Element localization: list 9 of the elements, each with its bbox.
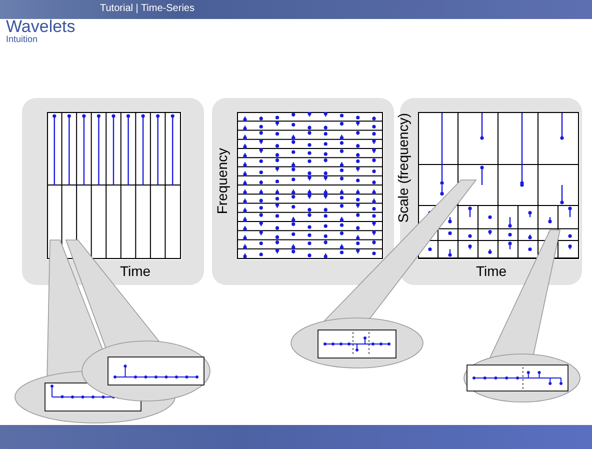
subtitle: Intuition: [6, 34, 38, 44]
axis-label: Time: [120, 263, 151, 279]
panel: [212, 98, 394, 285]
axis-label: Frequency: [214, 148, 230, 214]
panel: [22, 98, 204, 285]
axis-label: Time: [476, 263, 507, 279]
slide-title: Wavelets: [6, 17, 76, 36]
header-text: Tutorial | Time-Series: [100, 3, 194, 14]
axis-label: Scale (frequency): [395, 113, 411, 223]
